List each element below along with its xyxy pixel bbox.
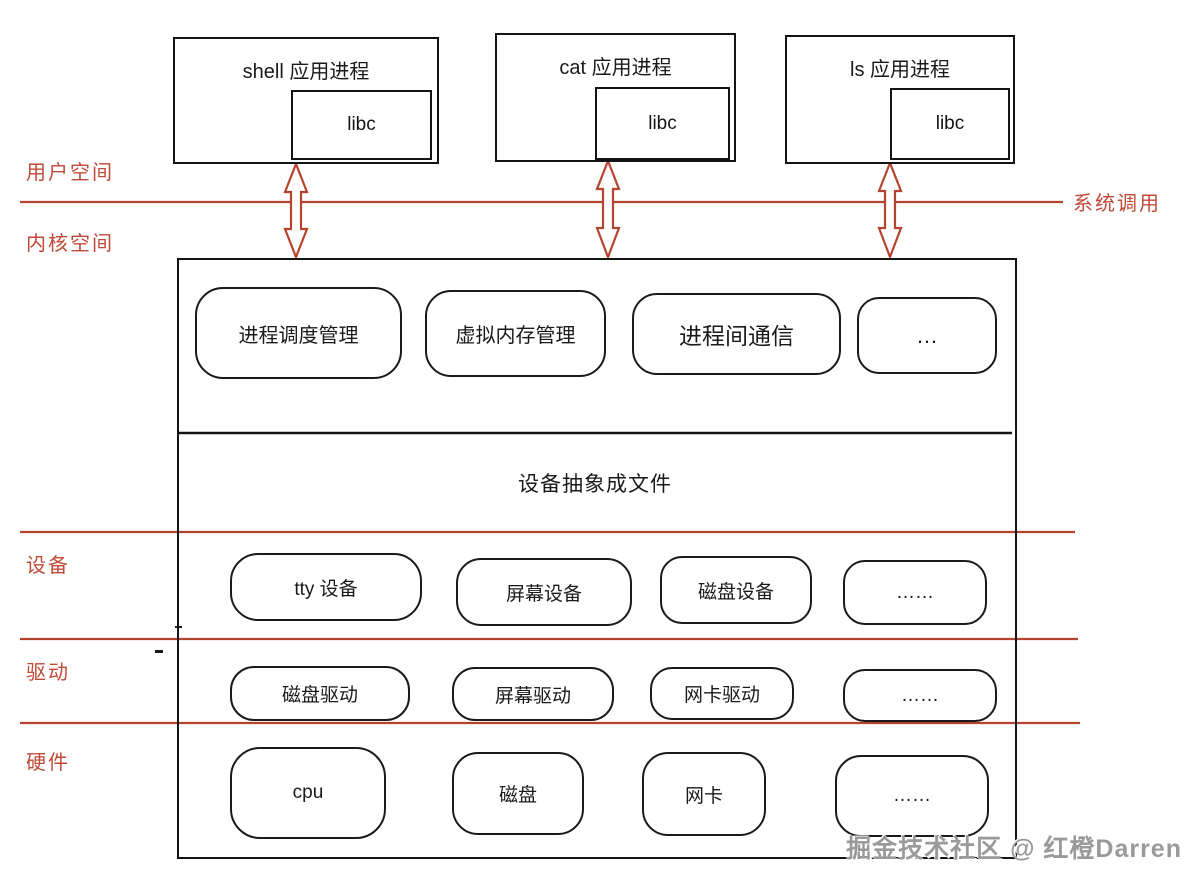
kernel-module-box: 进程间通信: [632, 293, 841, 375]
label-device: 设备: [26, 555, 70, 577]
libc-label: libc: [347, 114, 376, 135]
process-box-shell: shell 应用进程 libc: [173, 37, 439, 164]
process-box-ls: ls 应用进程 libc: [785, 35, 1015, 164]
label-driver: 驱动: [26, 662, 70, 684]
label-hardware: 硬件: [26, 752, 70, 774]
syscall-arrow-cat: [595, 157, 621, 261]
device-box-ellipsis: ……: [843, 560, 987, 625]
kernel-module-box-ellipsis: …: [857, 297, 997, 374]
kernel-module-box: 虚拟内存管理: [425, 290, 606, 377]
device-box: 磁盘设备: [660, 556, 812, 624]
process-title: cat 应用进程: [559, 57, 672, 79]
libc-box: libc: [291, 90, 432, 160]
syscall-arrow-ls: [877, 159, 903, 261]
hardware-box: 磁盘: [452, 752, 584, 835]
label-system-call: 系统调用: [1073, 193, 1161, 215]
process-title: ls 应用进程: [850, 59, 950, 81]
driver-box: 网卡驱动: [650, 667, 794, 720]
driver-box: 屏幕驱动: [452, 667, 614, 721]
stray-tick-mark: [175, 626, 182, 628]
device-abstraction-caption: 设备抽象成文件: [518, 473, 672, 496]
syscall-arrow-shell: [283, 160, 309, 261]
device-box: 屏幕设备: [456, 558, 632, 626]
libc-box: libc: [890, 88, 1010, 160]
driver-box: 磁盘驱动: [230, 666, 410, 721]
kernel-space-box: [177, 258, 1017, 859]
label-kernel-space: 内核空间: [26, 233, 114, 255]
label-user-space: 用户空间: [26, 162, 114, 184]
process-box-cat: cat 应用进程 libc: [495, 33, 736, 162]
libc-label: libc: [648, 112, 677, 134]
kernel-module-box: 进程调度管理: [195, 287, 402, 379]
libc-box: libc: [595, 87, 730, 160]
stray-tick-mark: [155, 650, 163, 653]
device-box: tty 设备: [230, 553, 422, 621]
hardware-box: 网卡: [642, 752, 766, 836]
process-title: shell 应用进程: [242, 61, 370, 83]
driver-box-ellipsis: ……: [843, 669, 997, 722]
watermark: 掘金技术社区 @ 红橙Darren: [846, 835, 1182, 863]
libc-label: libc: [935, 113, 965, 134]
hardware-box-ellipsis: ……: [835, 755, 989, 837]
hardware-box: cpu: [230, 747, 386, 839]
